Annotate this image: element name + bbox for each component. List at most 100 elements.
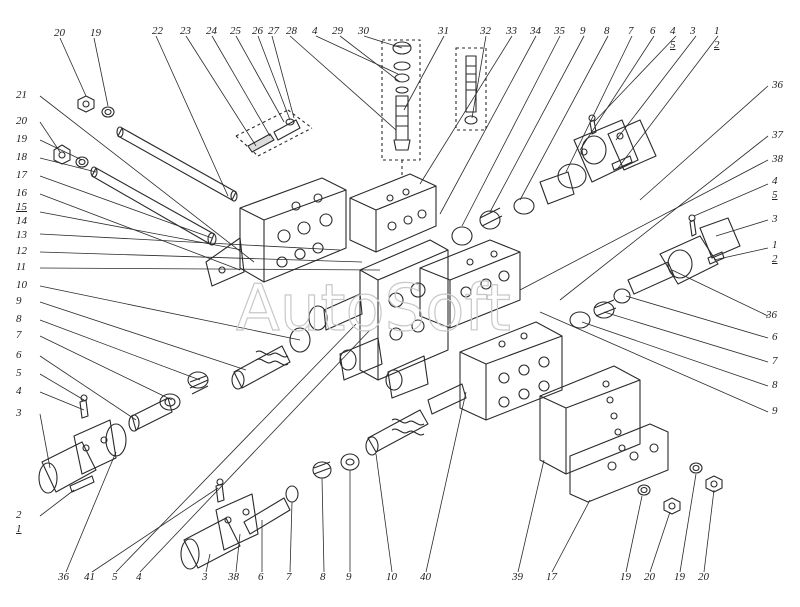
label-left-10: 10 [16, 279, 27, 291]
label-top-5: 5 [670, 39, 676, 51]
label-right-9: 9 [772, 405, 778, 417]
label-top-34: 34 [530, 25, 541, 37]
label-bottom-10: 10 [386, 571, 397, 583]
label-bottom-9: 9 [346, 571, 352, 583]
cartridge-32 [455, 47, 487, 131]
valve-block-33 [349, 173, 437, 253]
end-cap-bottom [180, 478, 259, 570]
right-assembly [569, 214, 741, 329]
label-bottom-17: 17 [546, 571, 557, 583]
label-left-11: 11 [16, 261, 27, 273]
label-right-37: 37 [772, 129, 783, 141]
label-bottom-39: 39 [512, 571, 523, 583]
label-top-28: 28 [286, 25, 297, 37]
left-spool-assembly [128, 327, 311, 432]
label-right-36b: 36 [766, 309, 777, 321]
label-top-2: 2 [714, 39, 720, 51]
label-left-1: 1 [16, 523, 22, 535]
label-left-14: 14 [16, 215, 27, 227]
label-left-5: 5 [16, 367, 22, 379]
label-right-5: 5 [772, 189, 778, 201]
label-bottom-3: 3 [202, 571, 208, 583]
nut-20-left [53, 144, 71, 165]
label-bottom-20b: 20 [698, 571, 709, 583]
label-top-8: 8 [604, 25, 610, 37]
label-right-3: 3 [772, 213, 778, 225]
label-right-4: 4 [772, 175, 778, 187]
label-bottom-6: 6 [258, 571, 264, 583]
label-right-8: 8 [772, 379, 778, 391]
label-top-19: 19 [90, 27, 101, 39]
label-left-17: 17 [16, 169, 27, 181]
label-bottom-19: 19 [620, 571, 631, 583]
label-left-20: 20 [16, 115, 27, 127]
label-left-9: 9 [16, 295, 22, 307]
small-parts-bottom-right [637, 462, 723, 515]
label-bottom-40: 40 [420, 571, 431, 583]
label-top-20: 20 [54, 27, 65, 39]
label-top-9: 9 [580, 25, 586, 37]
label-top-24: 24 [206, 25, 217, 37]
label-top-33: 33 [506, 25, 517, 37]
label-top-27: 27 [268, 25, 279, 37]
label-right-38: 38 [772, 153, 783, 165]
label-top-30: 30 [358, 25, 369, 37]
label-left-19: 19 [16, 133, 27, 145]
label-top-31: 31 [438, 25, 449, 37]
end-cover-39 [539, 365, 641, 475]
label-top-29: 29 [332, 25, 343, 37]
label-bottom-5: 5 [112, 571, 118, 583]
label-bottom-8: 8 [320, 571, 326, 583]
label-top-22: 22 [152, 25, 163, 37]
valve-body-center [308, 239, 449, 399]
label-left-3: 3 [16, 407, 22, 419]
valve-section-16 [205, 177, 347, 287]
label-bottom-36: 36 [58, 571, 69, 583]
tie-rod-22 [116, 126, 238, 202]
label-top-35: 35 [554, 25, 565, 37]
label-top-1: 1 [714, 25, 720, 37]
label-left-12: 12 [16, 245, 27, 257]
label-left-16: 16 [16, 187, 27, 199]
label-right-7: 7 [772, 355, 778, 367]
label-top-3: 3 [690, 25, 696, 37]
label-top-4b: 4 [670, 25, 676, 37]
label-left-4: 4 [16, 385, 22, 397]
end-cap-left [38, 394, 127, 494]
label-left-18: 18 [16, 151, 27, 163]
cartridge-28-31 [381, 39, 421, 176]
label-top-23: 23 [180, 25, 191, 37]
label-bottom-7: 7 [286, 571, 292, 583]
leader-lines [39, 35, 769, 573]
nut-20-top [77, 95, 95, 113]
lower-spool-assembly [243, 383, 467, 535]
washer-19-top [101, 106, 115, 118]
label-left-21: 21 [16, 89, 27, 101]
label-top-6: 6 [650, 25, 656, 37]
label-top-4: 4 [312, 25, 318, 37]
label-bottom-38: 38 [228, 571, 239, 583]
label-bottom-41: 41 [84, 571, 95, 583]
watermark: AutoSoft [236, 272, 511, 346]
label-left-6: 6 [16, 349, 22, 361]
label-top-25: 25 [230, 25, 241, 37]
label-top-32: 32 [480, 25, 491, 37]
washer-19-left [75, 156, 89, 168]
label-top-7: 7 [628, 25, 634, 37]
label-top-26: 26 [252, 25, 263, 37]
label-left-2: 2 [16, 509, 22, 521]
label-bottom-20: 20 [644, 571, 655, 583]
label-right-6: 6 [772, 331, 778, 343]
label-bottom-19b: 19 [674, 571, 685, 583]
label-left-15: 15 [16, 201, 27, 213]
valve-block-right [419, 239, 521, 329]
label-right-2: 2 [772, 253, 778, 265]
label-right-1: 1 [772, 239, 778, 251]
label-left-7: 7 [16, 329, 22, 341]
label-left-13: 13 [16, 229, 27, 241]
label-left-8: 8 [16, 313, 22, 325]
bracket-17 [569, 423, 669, 503]
valve-section-40 [459, 321, 563, 421]
